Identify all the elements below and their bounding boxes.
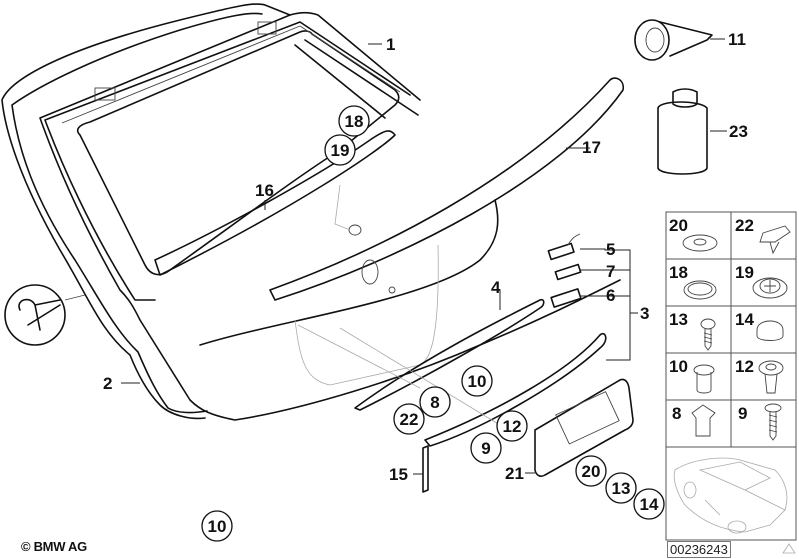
callout-1: 1 <box>386 35 395 54</box>
svg-text:10: 10 <box>208 517 227 536</box>
grid-label-14: 14 <box>735 310 754 329</box>
callout-circle-12: 12 <box>496 410 528 442</box>
flat-screw-icon <box>764 403 782 441</box>
grommet-icon <box>683 280 717 300</box>
switch-part-6 <box>550 288 582 308</box>
license-plate-window <box>555 391 620 445</box>
trim-strip-15 <box>422 445 429 493</box>
callout-4: 4 <box>491 278 501 297</box>
switch-wire <box>567 233 581 246</box>
seal-profile <box>18 298 61 331</box>
svg-text:10: 10 <box>468 372 487 391</box>
callout-circle-10-bottom: 10 <box>201 510 233 542</box>
callout-2: 2 <box>103 374 112 393</box>
callout-circle-20: 20 <box>575 455 607 487</box>
grid-label-13: 13 <box>669 310 688 329</box>
mount-hole <box>388 286 396 294</box>
switch-part-5 <box>547 242 575 261</box>
callout-circle-18: 18 <box>338 105 370 137</box>
svg-text:9: 9 <box>481 439 490 458</box>
grid-label-19: 19 <box>735 263 754 282</box>
grid-label-18: 18 <box>669 263 688 282</box>
seal-detail-inset <box>4 284 66 346</box>
washer-icon <box>682 234 718 252</box>
grid-label-20: 20 <box>669 216 688 235</box>
callout-3: 3 <box>640 304 649 323</box>
callout-circle-14: 14 <box>633 488 665 520</box>
handle-trim-bar <box>424 332 607 447</box>
tape-roll-core <box>645 27 665 53</box>
callout-16: 16 <box>255 181 274 200</box>
callout-15: 15 <box>389 465 408 484</box>
svg-text:20: 20 <box>582 462 601 481</box>
callout-6: 6 <box>606 286 615 305</box>
adhesive-bottle <box>657 101 708 175</box>
inset-leader <box>64 294 86 301</box>
tailgate-seal-inner <box>11 12 263 414</box>
svg-text:8: 8 <box>430 393 439 412</box>
expansion-nut-icon <box>693 364 715 394</box>
tape-strip <box>659 21 713 57</box>
screw-icon <box>700 318 716 351</box>
svg-text:14: 14 <box>640 495 659 514</box>
hinge-block-right <box>257 21 277 35</box>
svg-text:12: 12 <box>503 417 522 436</box>
fastener-grid: 20 22 18 19 13 14 10 12 8 9 <box>665 211 797 554</box>
tailgate-lower-contour <box>199 199 499 346</box>
vehicle-thumbnail <box>673 457 788 534</box>
callout-circle-10: 10 <box>461 365 493 397</box>
callout-circle-9: 9 <box>470 432 502 464</box>
callout-21: 21 <box>505 464 524 483</box>
tailgate-frame <box>44 21 411 301</box>
dome-cap-icon <box>756 320 784 341</box>
svg-text:19: 19 <box>331 141 350 160</box>
clip-nut-icon <box>759 225 791 255</box>
grid-label-10: 10 <box>669 357 688 376</box>
bottle-cap <box>672 88 698 108</box>
tape-roll <box>634 19 670 61</box>
grid-label-9: 9 <box>738 404 747 423</box>
callout-circle-8: 8 <box>419 386 451 418</box>
callout-5: 5 <box>606 240 615 259</box>
trim-strip-17 <box>269 77 625 301</box>
tailgate-seal <box>1 3 291 420</box>
svg-text:18: 18 <box>345 112 364 131</box>
spreading-rivet-icon <box>758 360 784 394</box>
trim-strip-16 <box>154 130 396 276</box>
grid-label-12: 12 <box>735 357 754 376</box>
callout-circle-22: 22 <box>393 403 425 435</box>
svg-text:22: 22 <box>400 410 419 429</box>
svg-text:13: 13 <box>612 479 631 498</box>
hinge-block-left <box>94 87 116 101</box>
license-plate-holder <box>534 378 634 477</box>
grid-label-22: 22 <box>735 216 754 235</box>
warning-triangle-icon <box>782 543 796 554</box>
emblem-recess <box>361 259 379 285</box>
callout-circle-13: 13 <box>605 472 637 504</box>
sheet-nut-icon <box>691 404 716 437</box>
callout-11: 11 <box>728 30 746 49</box>
cross-cap-icon <box>752 277 788 299</box>
callout-23: 23 <box>729 122 748 141</box>
frame-inner-line <box>61 25 401 124</box>
switch-part-7 <box>554 263 582 281</box>
glass-edge <box>294 39 419 119</box>
copyright-label: © BMW AG <box>21 539 87 554</box>
callout-7: 7 <box>606 262 615 281</box>
callout-circle-19: 19 <box>324 134 356 166</box>
callout-17: 17 <box>582 138 601 157</box>
tailgate-body <box>39 11 621 421</box>
trim-strip-4 <box>354 298 545 411</box>
washer-jet-hole <box>348 224 362 236</box>
diagram-id-label: 00236243 <box>667 541 731 558</box>
grid-label-8: 8 <box>672 404 681 423</box>
